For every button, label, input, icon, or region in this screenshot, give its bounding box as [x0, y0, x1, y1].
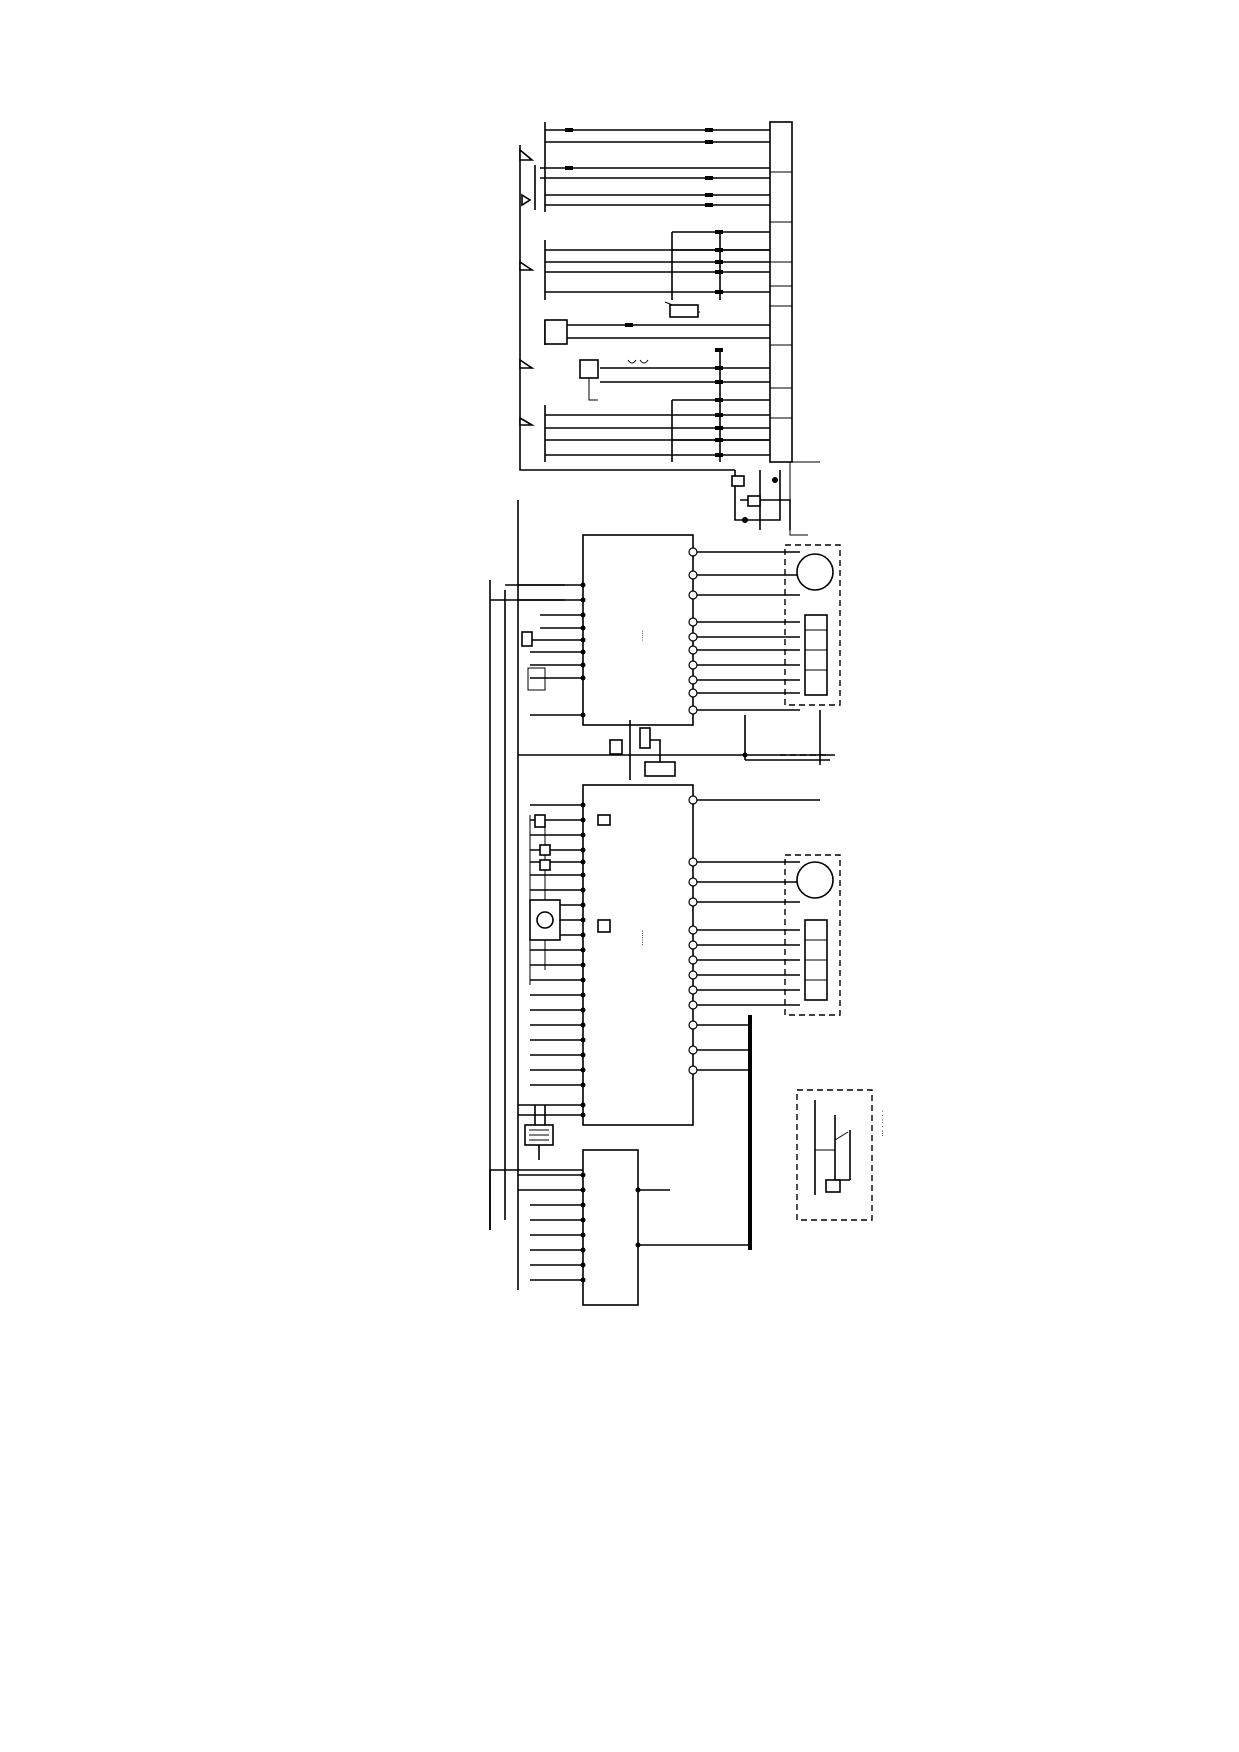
bottom-aux-board — [489, 1149, 750, 1306]
upper-motor-assembly — [784, 544, 841, 706]
svg-text:·····: ····· — [638, 630, 646, 641]
left-harness — [489, 500, 565, 1290]
sensor-marks-top — [565, 128, 723, 457]
upper-board-left-pins — [518, 582, 586, 718]
sensor-symbols — [519, 148, 535, 426]
lower-board-left-pins — [518, 804, 611, 1116]
lower-board-right-pins — [688, 795, 820, 1075]
optional-module: · · ·· · ··· — [796, 1089, 886, 1221]
junction-block — [731, 461, 820, 536]
lower-board-left-terminals — [580, 802, 586, 1118]
lower-control-board: ······· — [518, 784, 820, 1126]
motor-icon — [796, 553, 834, 591]
upper-board-right-pins — [688, 547, 800, 715]
svg-text:·······: ······· — [638, 930, 646, 946]
lower-connector — [524, 1105, 554, 1160]
lower-motor-assembly — [784, 854, 841, 1016]
upper-control-board: ····· — [518, 534, 800, 726]
terminal-strip-top — [769, 121, 793, 463]
svg-text:· · ·· · ···: · · ·· · ··· — [878, 1110, 886, 1137]
motor-icon-lower — [796, 861, 834, 899]
top-input-section — [519, 121, 793, 471]
middle-cross-wiring — [518, 710, 835, 780]
